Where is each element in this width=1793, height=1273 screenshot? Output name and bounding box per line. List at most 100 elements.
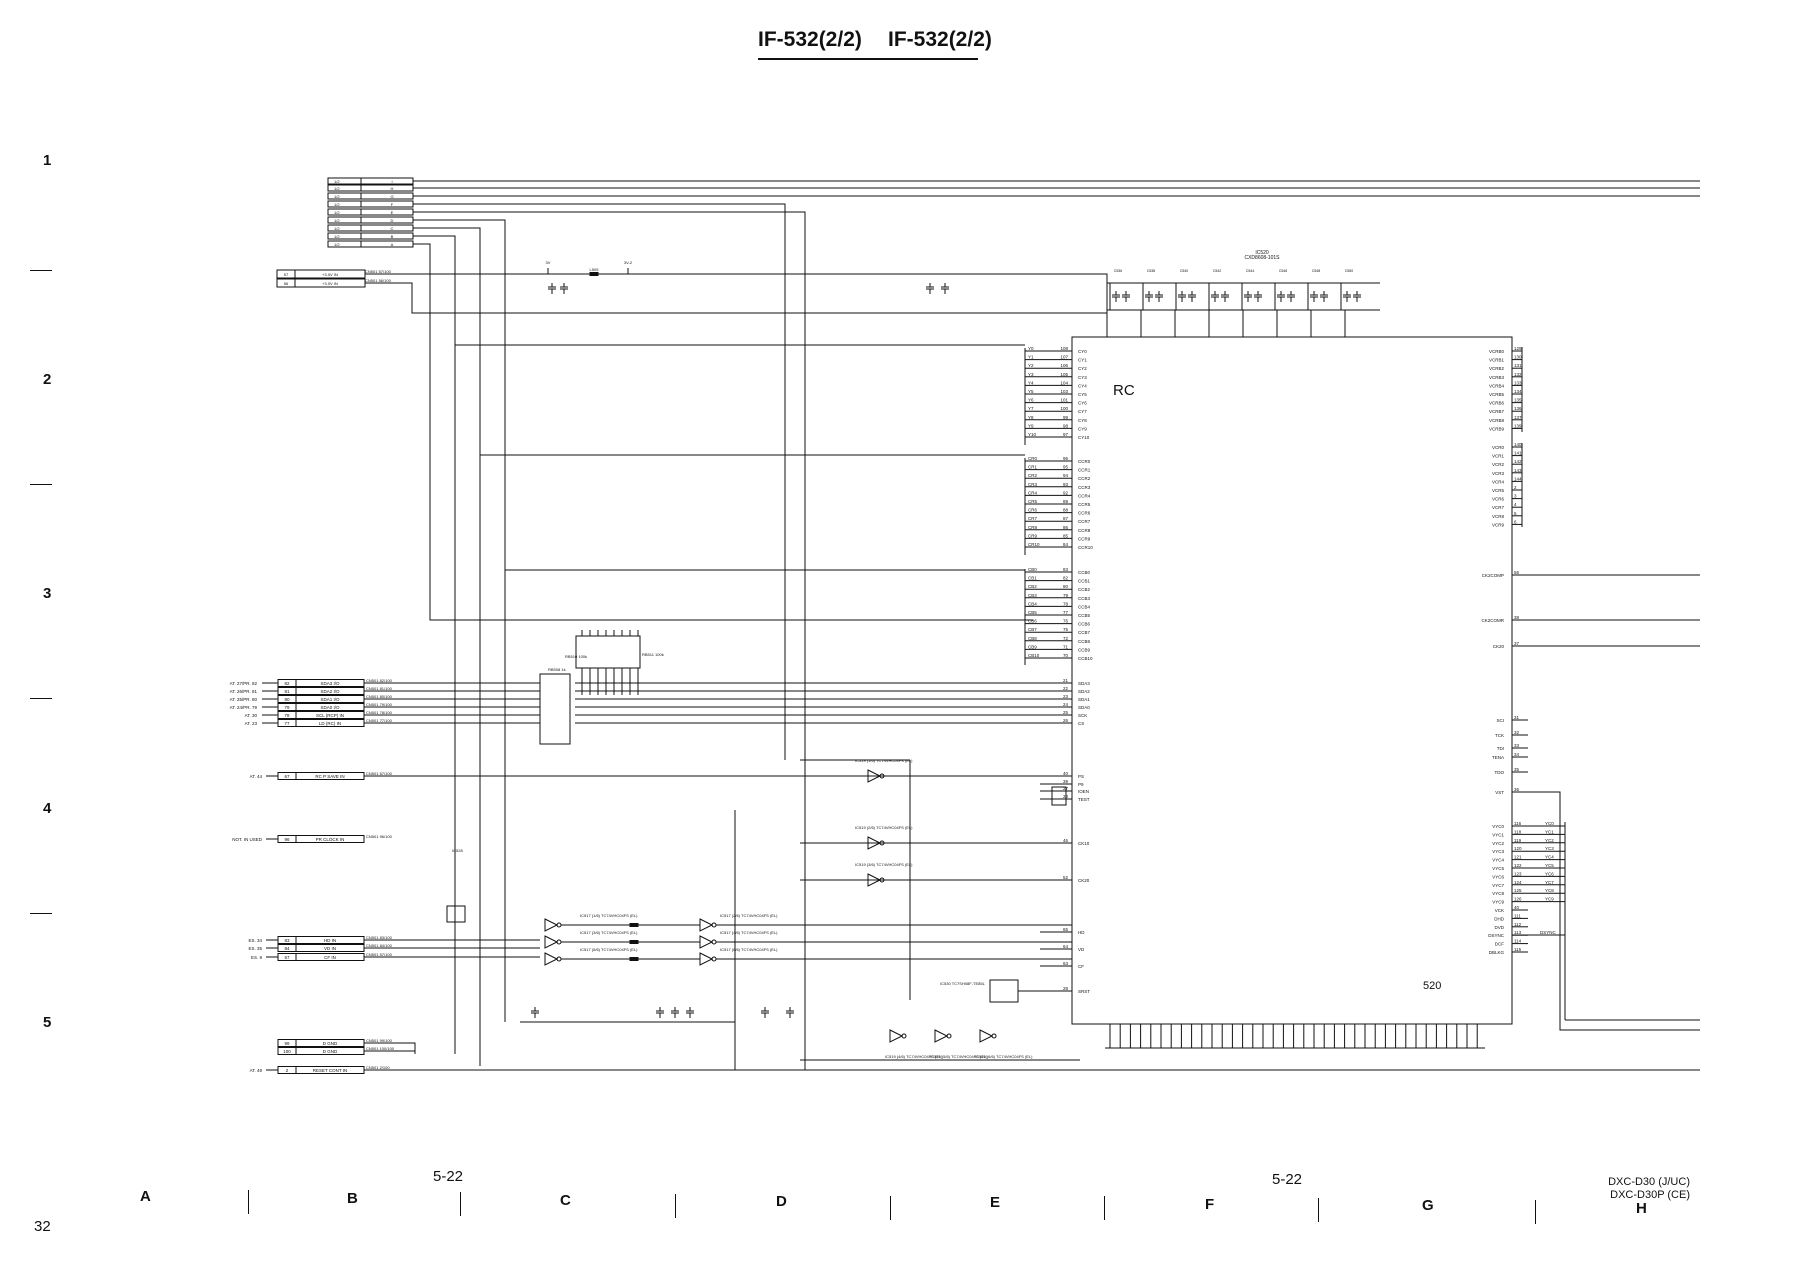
yc-pin: VYC5	[1492, 866, 1504, 871]
misc-ref: CN501 2/100	[366, 1065, 390, 1070]
power-conn-label: +3.0V IN	[322, 272, 338, 277]
y-pin-func: CY0	[1078, 349, 1087, 354]
yc-out: YC9	[1545, 897, 1554, 902]
model-info: DXC-D30 (J/UC) DXC-D30P (CE)	[1580, 1176, 1690, 1202]
cb-pin-num: 71	[1063, 644, 1069, 649]
bus-wire-b	[420, 235, 456, 1054]
decap-label: C548	[1312, 269, 1320, 273]
misc-pin-func: VD	[1078, 947, 1085, 952]
right-pin-func: TDI	[1497, 746, 1504, 751]
vcrb-pin: VCRB5	[1489, 392, 1505, 397]
misc-ref: CN501 57/100	[366, 952, 393, 957]
power-conn-pin: 57	[284, 272, 289, 277]
ctrl-pin-func: SCK	[1078, 713, 1087, 718]
yc-num: 126	[1514, 897, 1522, 902]
io-ref: CN501 77/100	[366, 718, 393, 723]
ic517-gate	[544, 918, 559, 932]
ctrl-pin-num: 24	[1063, 702, 1069, 707]
yc-num: 118	[1514, 829, 1522, 834]
y-pin-func: CY4	[1078, 383, 1087, 388]
yc-pin: DBLKG	[1489, 950, 1505, 955]
cr-pin-name: CR3	[1028, 482, 1037, 487]
right-pin-num: 32	[1514, 730, 1520, 735]
vcrb-pin: VCRB8	[1489, 418, 1505, 423]
vcr-pin: VCR6	[1492, 497, 1505, 502]
ic517-gate	[699, 952, 714, 966]
page-ref-right: 5-22	[1272, 1171, 1303, 1188]
y-pin-num: 104	[1060, 380, 1068, 385]
dsync-label: DSYNC	[1540, 930, 1557, 935]
ctrl-pin-func: CS	[1078, 721, 1084, 726]
right-pin-func: CK20	[1493, 644, 1505, 649]
y-pin-num: 107	[1060, 355, 1068, 360]
yc-pin: DVD	[1494, 925, 1504, 930]
cb-pin-num: 75	[1063, 627, 1069, 632]
vcr-num: 4	[1514, 502, 1517, 507]
yc-pin: VYC4	[1492, 858, 1504, 863]
misc-label: CF IN	[324, 955, 336, 960]
right-pin-func: TENA	[1492, 755, 1504, 760]
row-divider	[30, 270, 52, 271]
ic519-label: IC519 (6/6) TC74VHC04FS (EL)	[975, 1054, 1033, 1059]
misc-pin-num: 28	[1063, 986, 1069, 991]
y-pin-num: 106	[1060, 363, 1068, 368]
ic517-label: IC517 (6/6) TC74VHC04FS (EL)	[720, 947, 778, 952]
cr-pin-num: 94	[1063, 473, 1069, 478]
bus-sheetref-box	[327, 240, 362, 248]
cb-pin-name: CB8	[1028, 636, 1037, 641]
col-divider	[1535, 1200, 1536, 1224]
misc-pin-num: 28	[1063, 794, 1069, 799]
bus-label-box	[360, 184, 414, 192]
col-divider	[248, 1190, 249, 1214]
bus-label-box	[360, 232, 414, 240]
ic519-label: IC519 (3/6) TC74VHC04FS (EL)	[855, 862, 913, 867]
bus-label: C	[391, 226, 394, 231]
vcr-pin: VCR4	[1492, 479, 1505, 484]
page-title-left: IF-532(2/2)	[758, 28, 862, 51]
rb-label: RB510 100k	[565, 654, 587, 659]
misc-pin-func: IOEN	[1078, 789, 1089, 794]
yc-out: YC0	[1545, 821, 1554, 826]
yc-out: YC6	[1545, 871, 1554, 876]
inverter-bubble	[991, 1033, 997, 1039]
misc-ext-ref: AT. 44	[250, 774, 263, 779]
cr-pin-num: 88	[1063, 508, 1069, 513]
vcrb-pin: VCRB0	[1489, 349, 1505, 354]
right-pin-num: 34	[1514, 752, 1520, 757]
cb-pin-num: 80	[1063, 584, 1069, 589]
page-title-right: IF-532(2/2)	[888, 28, 992, 51]
yc-num: 124	[1514, 880, 1522, 885]
bus-sheetref: 1/2	[334, 210, 340, 215]
vcr-pin: VCR0	[1492, 445, 1505, 450]
misc-pin-num: 27	[1063, 786, 1069, 791]
bus-label-box	[360, 200, 414, 208]
cb-pin-name: CB4	[1028, 601, 1037, 606]
cb-pin-num: 83	[1063, 567, 1069, 572]
bus-sheetref-box	[327, 232, 362, 240]
io-ext-ref: AT. 24/PR. 79	[230, 705, 258, 710]
vcrb-pin: VCRB1	[1489, 358, 1505, 363]
yc-pin: DHD	[1494, 916, 1504, 921]
cb-pin-name: CB10	[1028, 653, 1040, 658]
main-ic-ref: 520	[1423, 980, 1441, 992]
right-pin-func: TDO	[1495, 770, 1505, 775]
vcr-num: 5	[1514, 511, 1517, 516]
cr-pin-name: CR6	[1028, 508, 1037, 513]
cr-pin-func: CCR3	[1078, 485, 1091, 490]
yc-num: 115	[1514, 947, 1522, 952]
y-pin-func: CY9	[1078, 426, 1087, 431]
misc-pin-num: 64	[1063, 944, 1069, 949]
bus-label: D	[391, 218, 394, 223]
right-pin-func: CK2COMR	[1481, 618, 1504, 623]
page-number: 32	[34, 1218, 51, 1235]
y-pin-name: Y9	[1028, 423, 1034, 428]
yc-pin: VYC2	[1492, 841, 1504, 846]
ctrl-pin-func: SDA0	[1078, 705, 1090, 710]
yc-out: YC5	[1545, 863, 1554, 868]
cr-pin-func: CCR1	[1078, 468, 1091, 473]
decap-label: C544	[1246, 269, 1254, 273]
misc-ext-ref: ES. 34	[248, 938, 262, 943]
r71x	[629, 940, 639, 944]
misc-label: HD IN	[324, 938, 336, 943]
y-pin-func: CY1	[1078, 358, 1087, 363]
